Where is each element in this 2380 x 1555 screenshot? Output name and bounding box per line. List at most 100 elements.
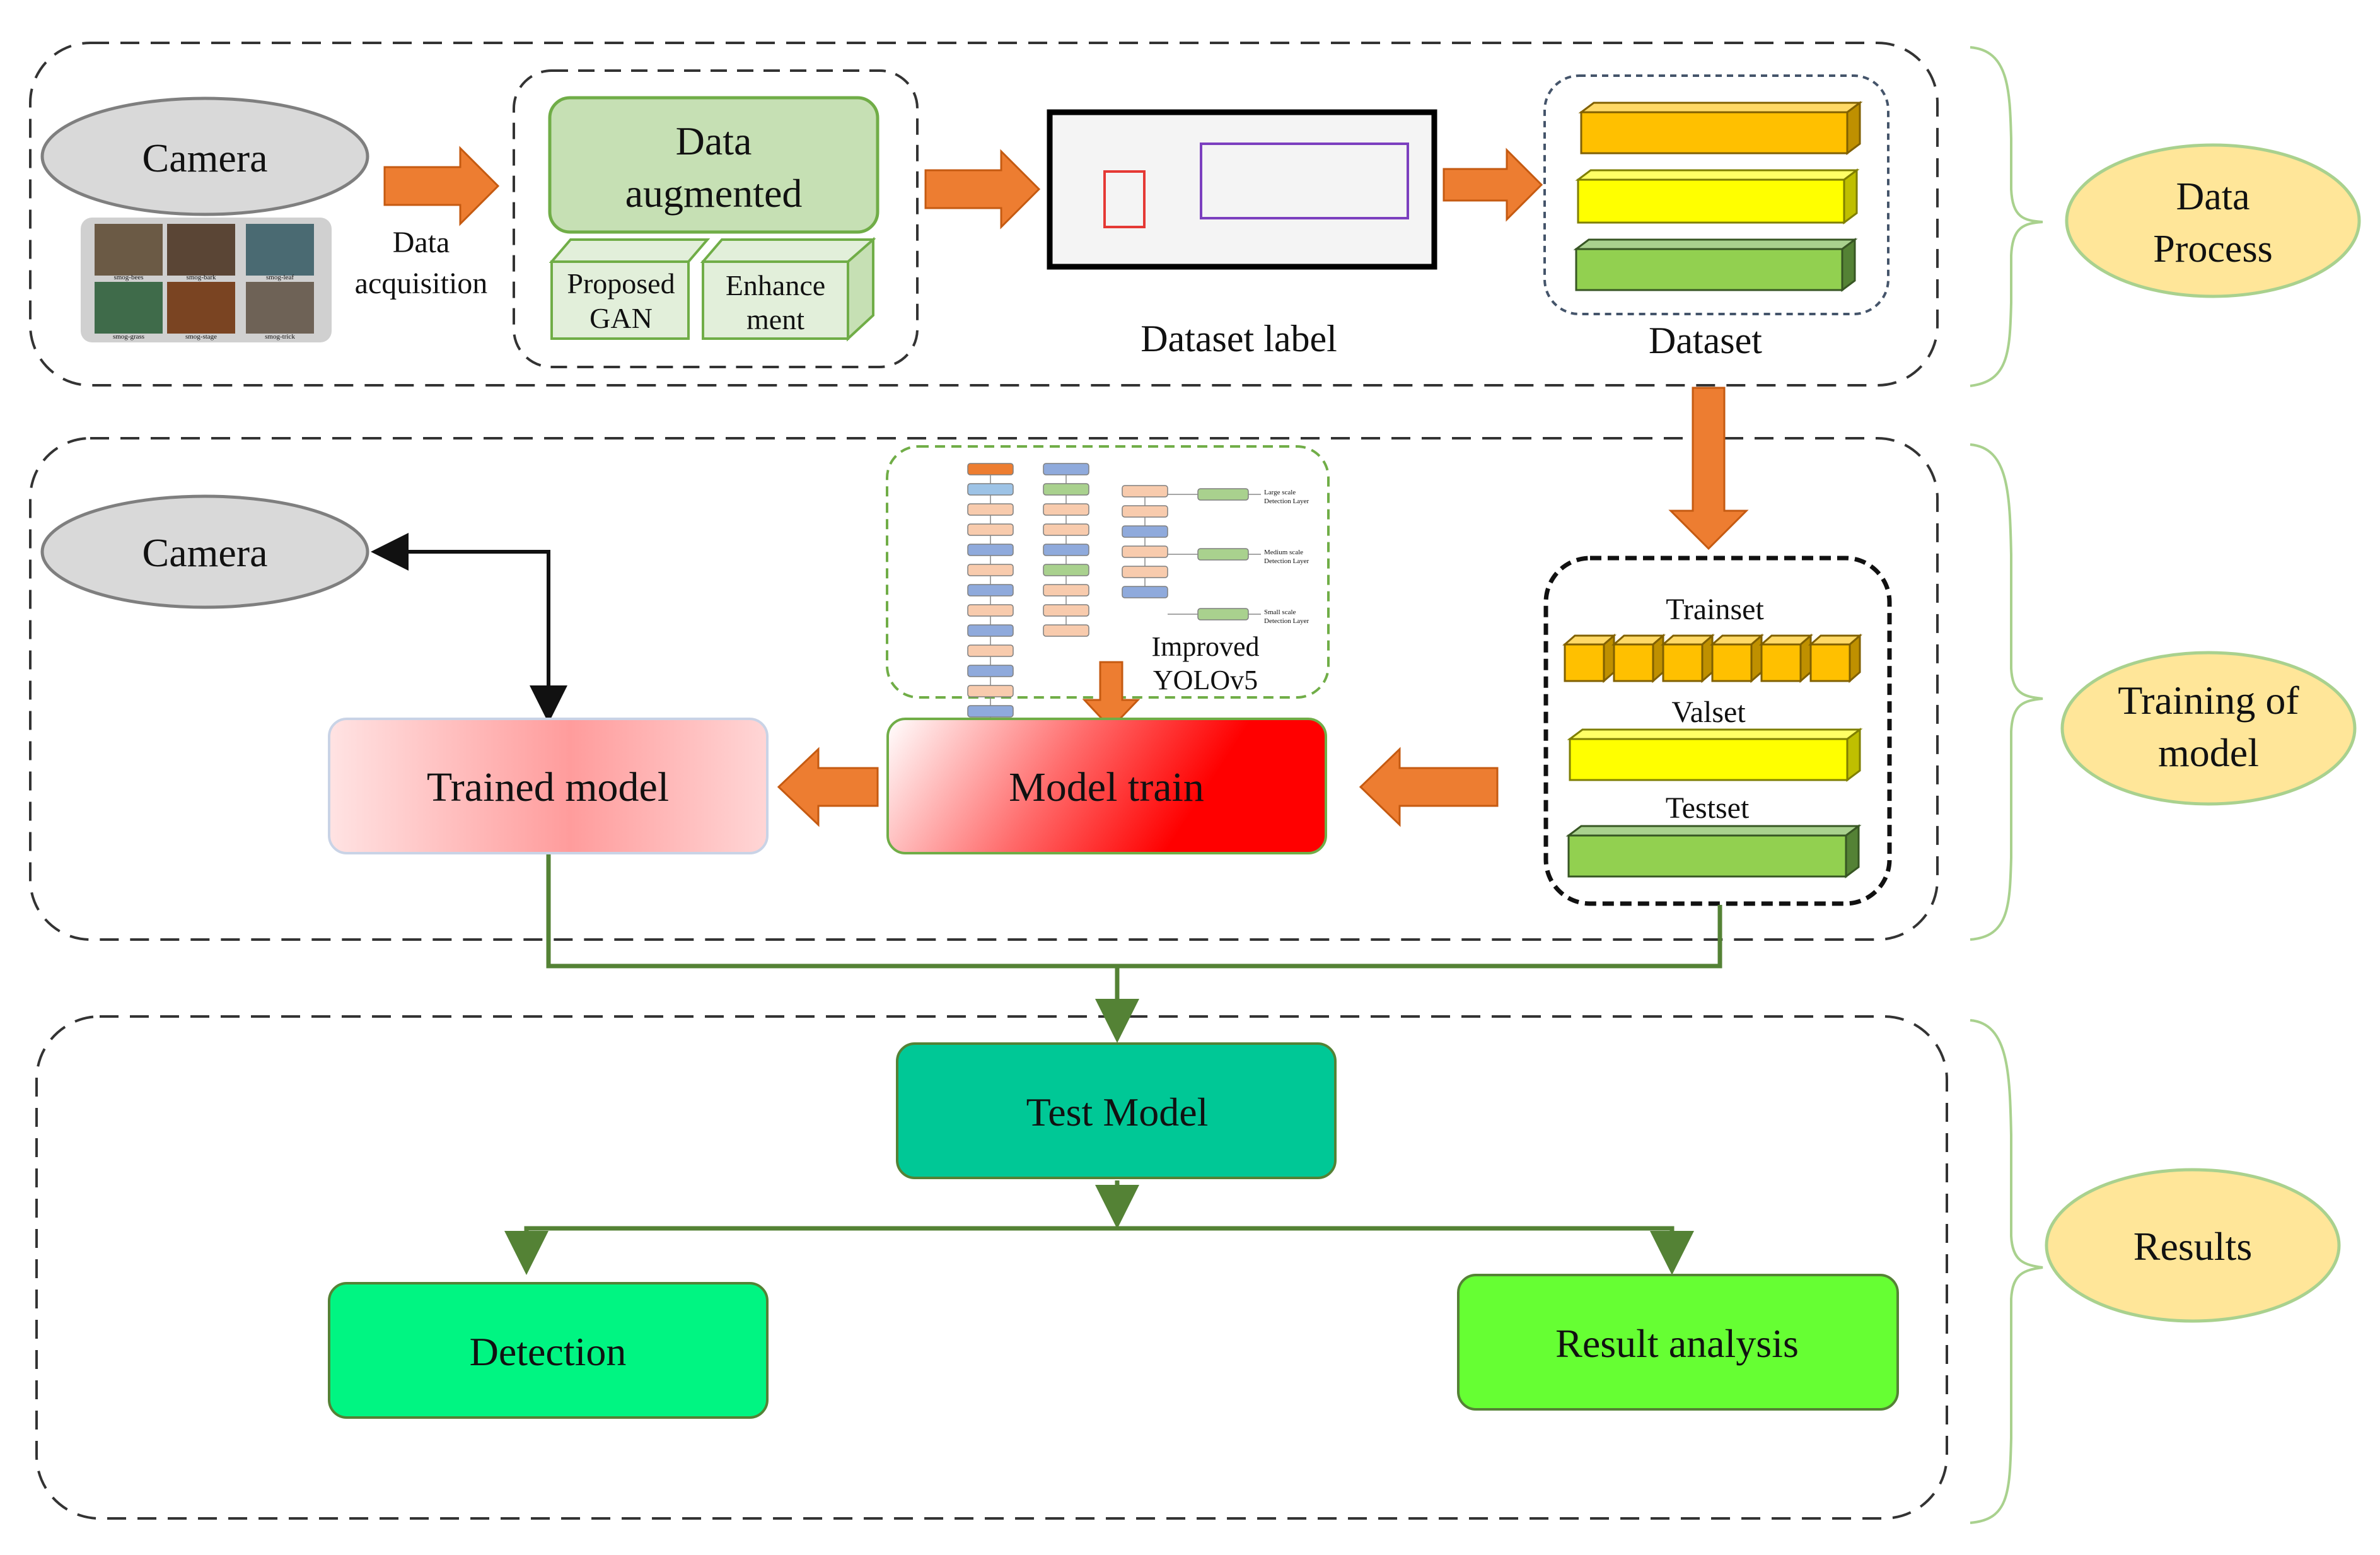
yolo-detect-node	[1197, 548, 1249, 561]
dataset-bar-green	[1573, 238, 1858, 292]
detection-box: Detection	[328, 1282, 769, 1419]
dataset-frame	[1543, 74, 1889, 315]
data-augmented-line1: Data	[676, 119, 752, 163]
improved-yolo-line2: YOLOv5	[1153, 665, 1258, 696]
yolo-node	[1122, 485, 1168, 498]
badge-data-process: Data Process	[2065, 143, 2361, 298]
yolo-node	[967, 523, 1014, 536]
result-analysis-box: Result analysis	[1457, 1274, 1899, 1411]
badge-results: Results	[2045, 1168, 2341, 1323]
badge-data-process-line2: Process	[2153, 228, 2272, 271]
yolo-node	[967, 644, 1014, 657]
yolo-node	[1043, 564, 1089, 576]
yolo-annotation: Detection Layer	[1264, 617, 1309, 625]
trainset-cube	[1611, 633, 1666, 684]
test-model-box: Test Model	[896, 1042, 1337, 1179]
badge-training-line1: Training of	[2118, 678, 2299, 723]
thumb-caption-3: smog-leaf	[266, 274, 294, 281]
thumb-caption-6: smog-trick	[265, 333, 295, 341]
yolo-node	[1043, 584, 1089, 597]
yolo-detect-node	[1197, 608, 1249, 620]
thumb-5	[167, 282, 235, 334]
yolo-node	[1043, 523, 1089, 536]
badge-data-process-line1: Data	[2176, 175, 2249, 218]
thumb-3	[246, 224, 314, 276]
badge-training: Training of model	[2060, 651, 2357, 806]
detection-label: Detection	[470, 1329, 627, 1374]
yolo-node	[1122, 566, 1168, 578]
arrow-label-to-dataset	[1443, 148, 1543, 222]
split-frame	[1543, 556, 1892, 906]
thumb-1	[95, 224, 163, 276]
dataset-bar-orange	[1578, 101, 1863, 155]
thumb-caption-5: smog-stage	[185, 333, 217, 341]
enhancement-line1: Enhance	[726, 269, 825, 301]
camera-thumbnails: smog-bees smog-bark smog-leaf smog-grass…	[81, 218, 332, 342]
camera-label-training: Camera	[142, 530, 268, 575]
arrow-dataset-to-split	[1668, 387, 1749, 550]
yolo-node	[1122, 586, 1168, 598]
improved-yolo-line1: Improved	[1151, 631, 1259, 662]
trainset-blocks	[1562, 633, 1862, 684]
trained-model-label: Trained model	[427, 764, 669, 810]
proposed-gan-line2: GAN	[589, 302, 653, 334]
yolo-node	[1122, 545, 1168, 558]
augment-group-frame	[513, 69, 919, 368]
yolo-annotation: Detection Layer	[1264, 557, 1309, 565]
model-train-label: Model train	[1009, 764, 1204, 810]
badge-results-label: Results	[2133, 1224, 2252, 1269]
yolo-node	[967, 503, 1014, 516]
valset-bar	[1567, 728, 1863, 782]
yolo-node	[1043, 463, 1089, 475]
yolo-node	[967, 483, 1014, 496]
arrow-camera-to-augment	[383, 146, 500, 226]
enhancement-box: Enhance ment	[700, 236, 876, 342]
yolo-annotation: Small scale	[1264, 609, 1296, 616]
bracket-results	[1970, 1019, 2043, 1524]
thumb-caption-4: smog-grass	[113, 333, 144, 341]
bracket-training	[1970, 443, 2043, 941]
arrow-yolo-to-train	[1082, 661, 1141, 730]
camera-ellipse-top: Camera	[40, 96, 369, 216]
trainset-cube	[1808, 633, 1862, 684]
arrow-split-to-train	[1359, 747, 1499, 827]
dataset-caption: Dataset	[1649, 320, 1762, 361]
badge-training-line2: model	[2158, 730, 2259, 775]
connector-to-result-analysis	[1117, 1226, 1694, 1275]
proposed-gan-box: Proposed GAN	[549, 238, 711, 340]
data-augmented-line2: augmented	[625, 171, 803, 216]
results-frame	[35, 1015, 1948, 1520]
yolo-node	[1122, 525, 1168, 538]
trainset-label: Trainset	[1666, 593, 1764, 626]
trainset-cube	[1759, 633, 1813, 684]
connector-to-detection	[504, 1226, 1117, 1275]
bracket-data-process	[1970, 46, 2043, 387]
label-box-purple	[1200, 143, 1409, 219]
yolo-node	[967, 604, 1014, 617]
trainset-cube	[1562, 633, 1617, 684]
camera-label-top: Camera	[142, 136, 268, 180]
yolo-annotation: Large scale	[1264, 489, 1296, 496]
yolo-node	[967, 544, 1014, 556]
yolo-node	[1043, 503, 1089, 516]
connector-trained-to-camera	[371, 533, 550, 713]
label-box-red	[1103, 170, 1146, 228]
yolo-annotation: Detection Layer	[1264, 498, 1309, 505]
model-train-box: Model train	[886, 718, 1327, 854]
thumb-6	[246, 282, 314, 334]
yolo-node	[967, 624, 1014, 637]
trainset-cube	[1710, 633, 1764, 684]
camera-ellipse-training: Camera	[40, 494, 369, 609]
data-augmented-box: Data augmented	[548, 96, 879, 234]
proposed-gan-line1: Proposed	[567, 267, 675, 300]
arrow-augment-to-label	[924, 149, 1041, 230]
yolo-node	[1043, 483, 1089, 496]
enhancement-line2: ment	[746, 303, 804, 335]
thumb-caption-1: smog-bees	[113, 274, 143, 281]
yolo-annotation: Medium scale	[1264, 549, 1303, 556]
training-frame	[29, 437, 1939, 941]
data-process-frame	[29, 42, 1939, 387]
